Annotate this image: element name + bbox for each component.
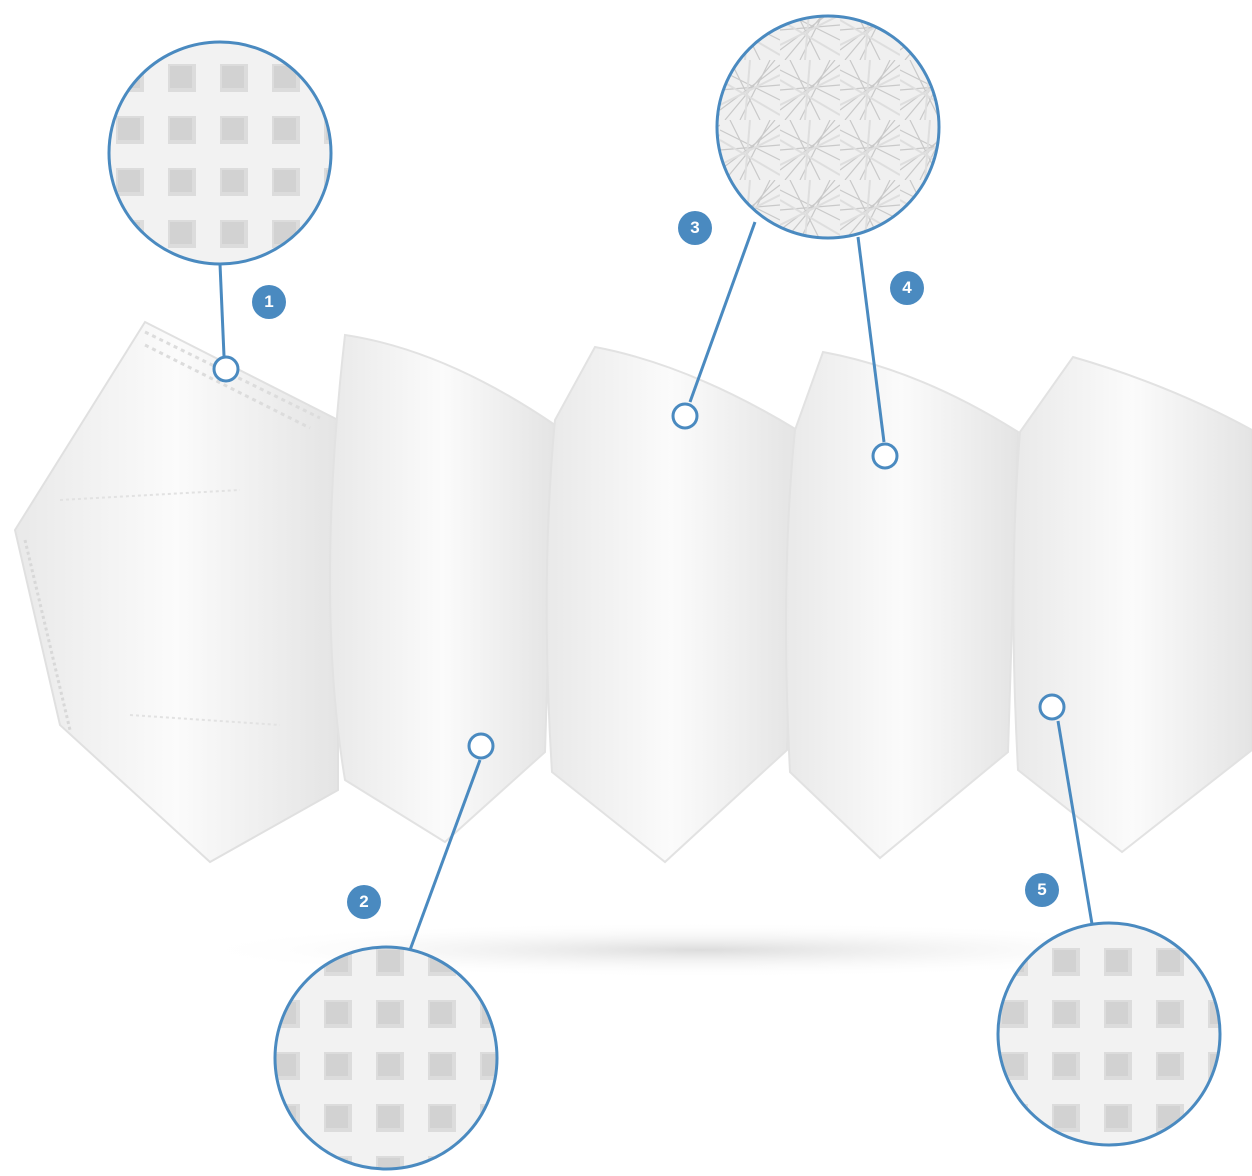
anchor-dot-1 bbox=[214, 357, 238, 381]
mask-layer-5 bbox=[1013, 357, 1252, 852]
mask-layer-3 bbox=[547, 347, 797, 862]
layer-number-4: 4 bbox=[902, 278, 911, 297]
leader-line-1 bbox=[220, 264, 224, 356]
layer-badge-4: 4 bbox=[890, 271, 924, 305]
anchor-dot-5 bbox=[1040, 695, 1064, 719]
layer-badge-5: 5 bbox=[1025, 873, 1059, 907]
layer-number-5: 5 bbox=[1037, 880, 1046, 899]
zoom-circle-layer-1 bbox=[100, 33, 340, 273]
layer-number-1: 1 bbox=[264, 292, 273, 311]
zoom-circle-layer-3-4 bbox=[708, 7, 948, 247]
layer-number-3: 3 bbox=[690, 218, 699, 237]
anchor-dot-3 bbox=[673, 404, 697, 428]
layer-badge-2: 2 bbox=[347, 885, 381, 919]
layer-number-2: 2 bbox=[359, 892, 368, 911]
anchor-dot-2 bbox=[469, 734, 493, 758]
leader-line-3 bbox=[690, 222, 755, 402]
layer-badge-1: 1 bbox=[252, 285, 286, 319]
layer-badge-3: 3 bbox=[678, 211, 712, 245]
mask-layer-2 bbox=[330, 335, 555, 842]
mask-layer-1 bbox=[15, 322, 338, 862]
mask-layer-4 bbox=[786, 352, 1018, 858]
anchor-dot-4 bbox=[873, 444, 897, 468]
